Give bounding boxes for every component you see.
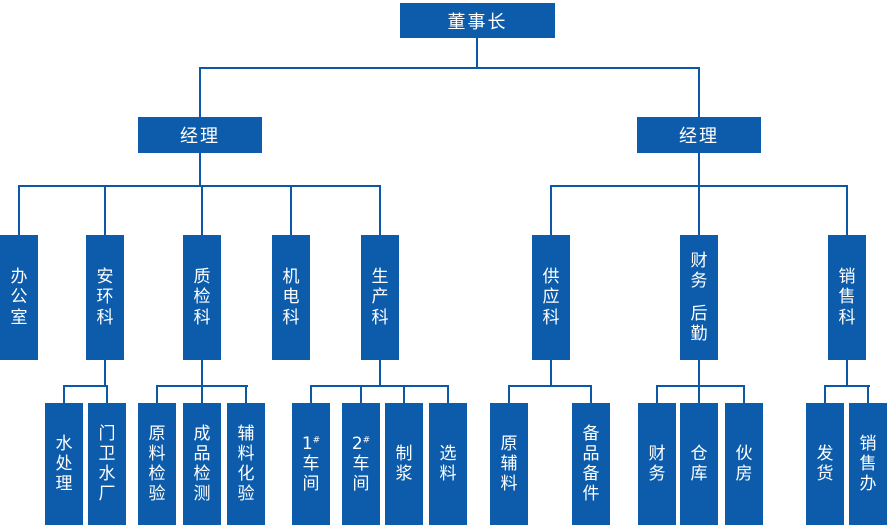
node-manager-left: 经理: [138, 117, 262, 153]
connector-line: [310, 385, 449, 387]
connector-line: [698, 67, 700, 117]
node-dept-quality: 质检科: [183, 235, 221, 360]
node-unit-gate-water-plant: 门卫水厂: [88, 403, 126, 525]
node-unit-warehouse: 仓库: [680, 403, 718, 525]
connector-line: [698, 185, 700, 235]
node-unit-auxiliary-material-testing: 辅料化验: [227, 403, 265, 525]
connector-line: [379, 360, 381, 386]
node-unit-spare-parts: 备品备件: [572, 403, 610, 525]
connector-line: [656, 385, 658, 404]
node-dept-office: 办公室: [0, 235, 38, 360]
node-unit-raw-auxiliary-materials: 原辅料: [490, 403, 528, 525]
connector-line: [106, 385, 108, 404]
connector-line: [824, 385, 870, 387]
node-chairman: 董事长: [400, 3, 555, 38]
connector-line: [104, 185, 106, 235]
connector-line: [201, 385, 203, 404]
node-unit-finance: 财务: [638, 403, 676, 525]
connector-line: [656, 385, 745, 387]
connector-line: [310, 385, 312, 404]
connector-line: [63, 385, 108, 387]
node-unit-shipping: 发货: [806, 403, 844, 525]
node-unit-canteen: 伙房: [725, 403, 763, 525]
connector-line: [743, 385, 745, 404]
connector-line: [199, 153, 201, 187]
connector-line: [156, 385, 158, 404]
node-unit-raw-material-inspection: 原料检验: [138, 403, 176, 525]
connector-line: [698, 385, 700, 404]
node-dept-supply: 供应科: [532, 235, 570, 360]
connector-line: [508, 385, 592, 387]
connector-line: [508, 385, 510, 404]
node-dept-safety-env: 安环科: [86, 235, 124, 360]
connector-line: [867, 385, 869, 404]
node-dept-production: 生产科: [361, 235, 399, 360]
node-unit-material-selection: 选料: [429, 403, 467, 525]
connector-line: [104, 360, 106, 386]
connector-line: [245, 385, 247, 404]
connector-line: [18, 185, 381, 187]
connector-line: [290, 185, 292, 235]
connector-line: [846, 185, 848, 235]
connector-line: [698, 360, 700, 386]
connector-line: [824, 385, 826, 404]
connector-line: [379, 185, 381, 235]
node-unit-pulping: 制浆: [385, 403, 423, 525]
connector-line: [360, 385, 362, 404]
connector-line: [199, 67, 201, 117]
node-unit-workshop-2: 2#车间: [342, 403, 380, 525]
connector-line: [550, 185, 552, 235]
connector-line: [201, 185, 203, 235]
connector-line: [550, 360, 552, 386]
node-manager-right: 经理: [637, 117, 761, 153]
connector-line: [18, 185, 20, 235]
connector-line: [447, 385, 449, 404]
connector-line: [698, 153, 700, 187]
node-unit-finished-product-testing: 成品检测: [183, 403, 221, 525]
connector-line: [590, 385, 592, 404]
node-unit-sales-office: 销售办: [849, 403, 887, 525]
node-unit-workshop-1: 1#车间: [292, 403, 330, 525]
connector-line: [63, 385, 65, 404]
node-dept-sales: 销售科: [828, 235, 866, 360]
connector-line: [201, 360, 203, 386]
connector-line: [199, 67, 700, 69]
connector-line: [403, 385, 405, 404]
connector-line: [476, 38, 478, 68]
node-dept-mech-elec: 机电科: [272, 235, 310, 360]
connector-line: [846, 360, 848, 386]
node-dept-finance-logistics: 财务后勤: [680, 235, 718, 360]
node-unit-water-treatment: 水处理: [45, 403, 83, 525]
